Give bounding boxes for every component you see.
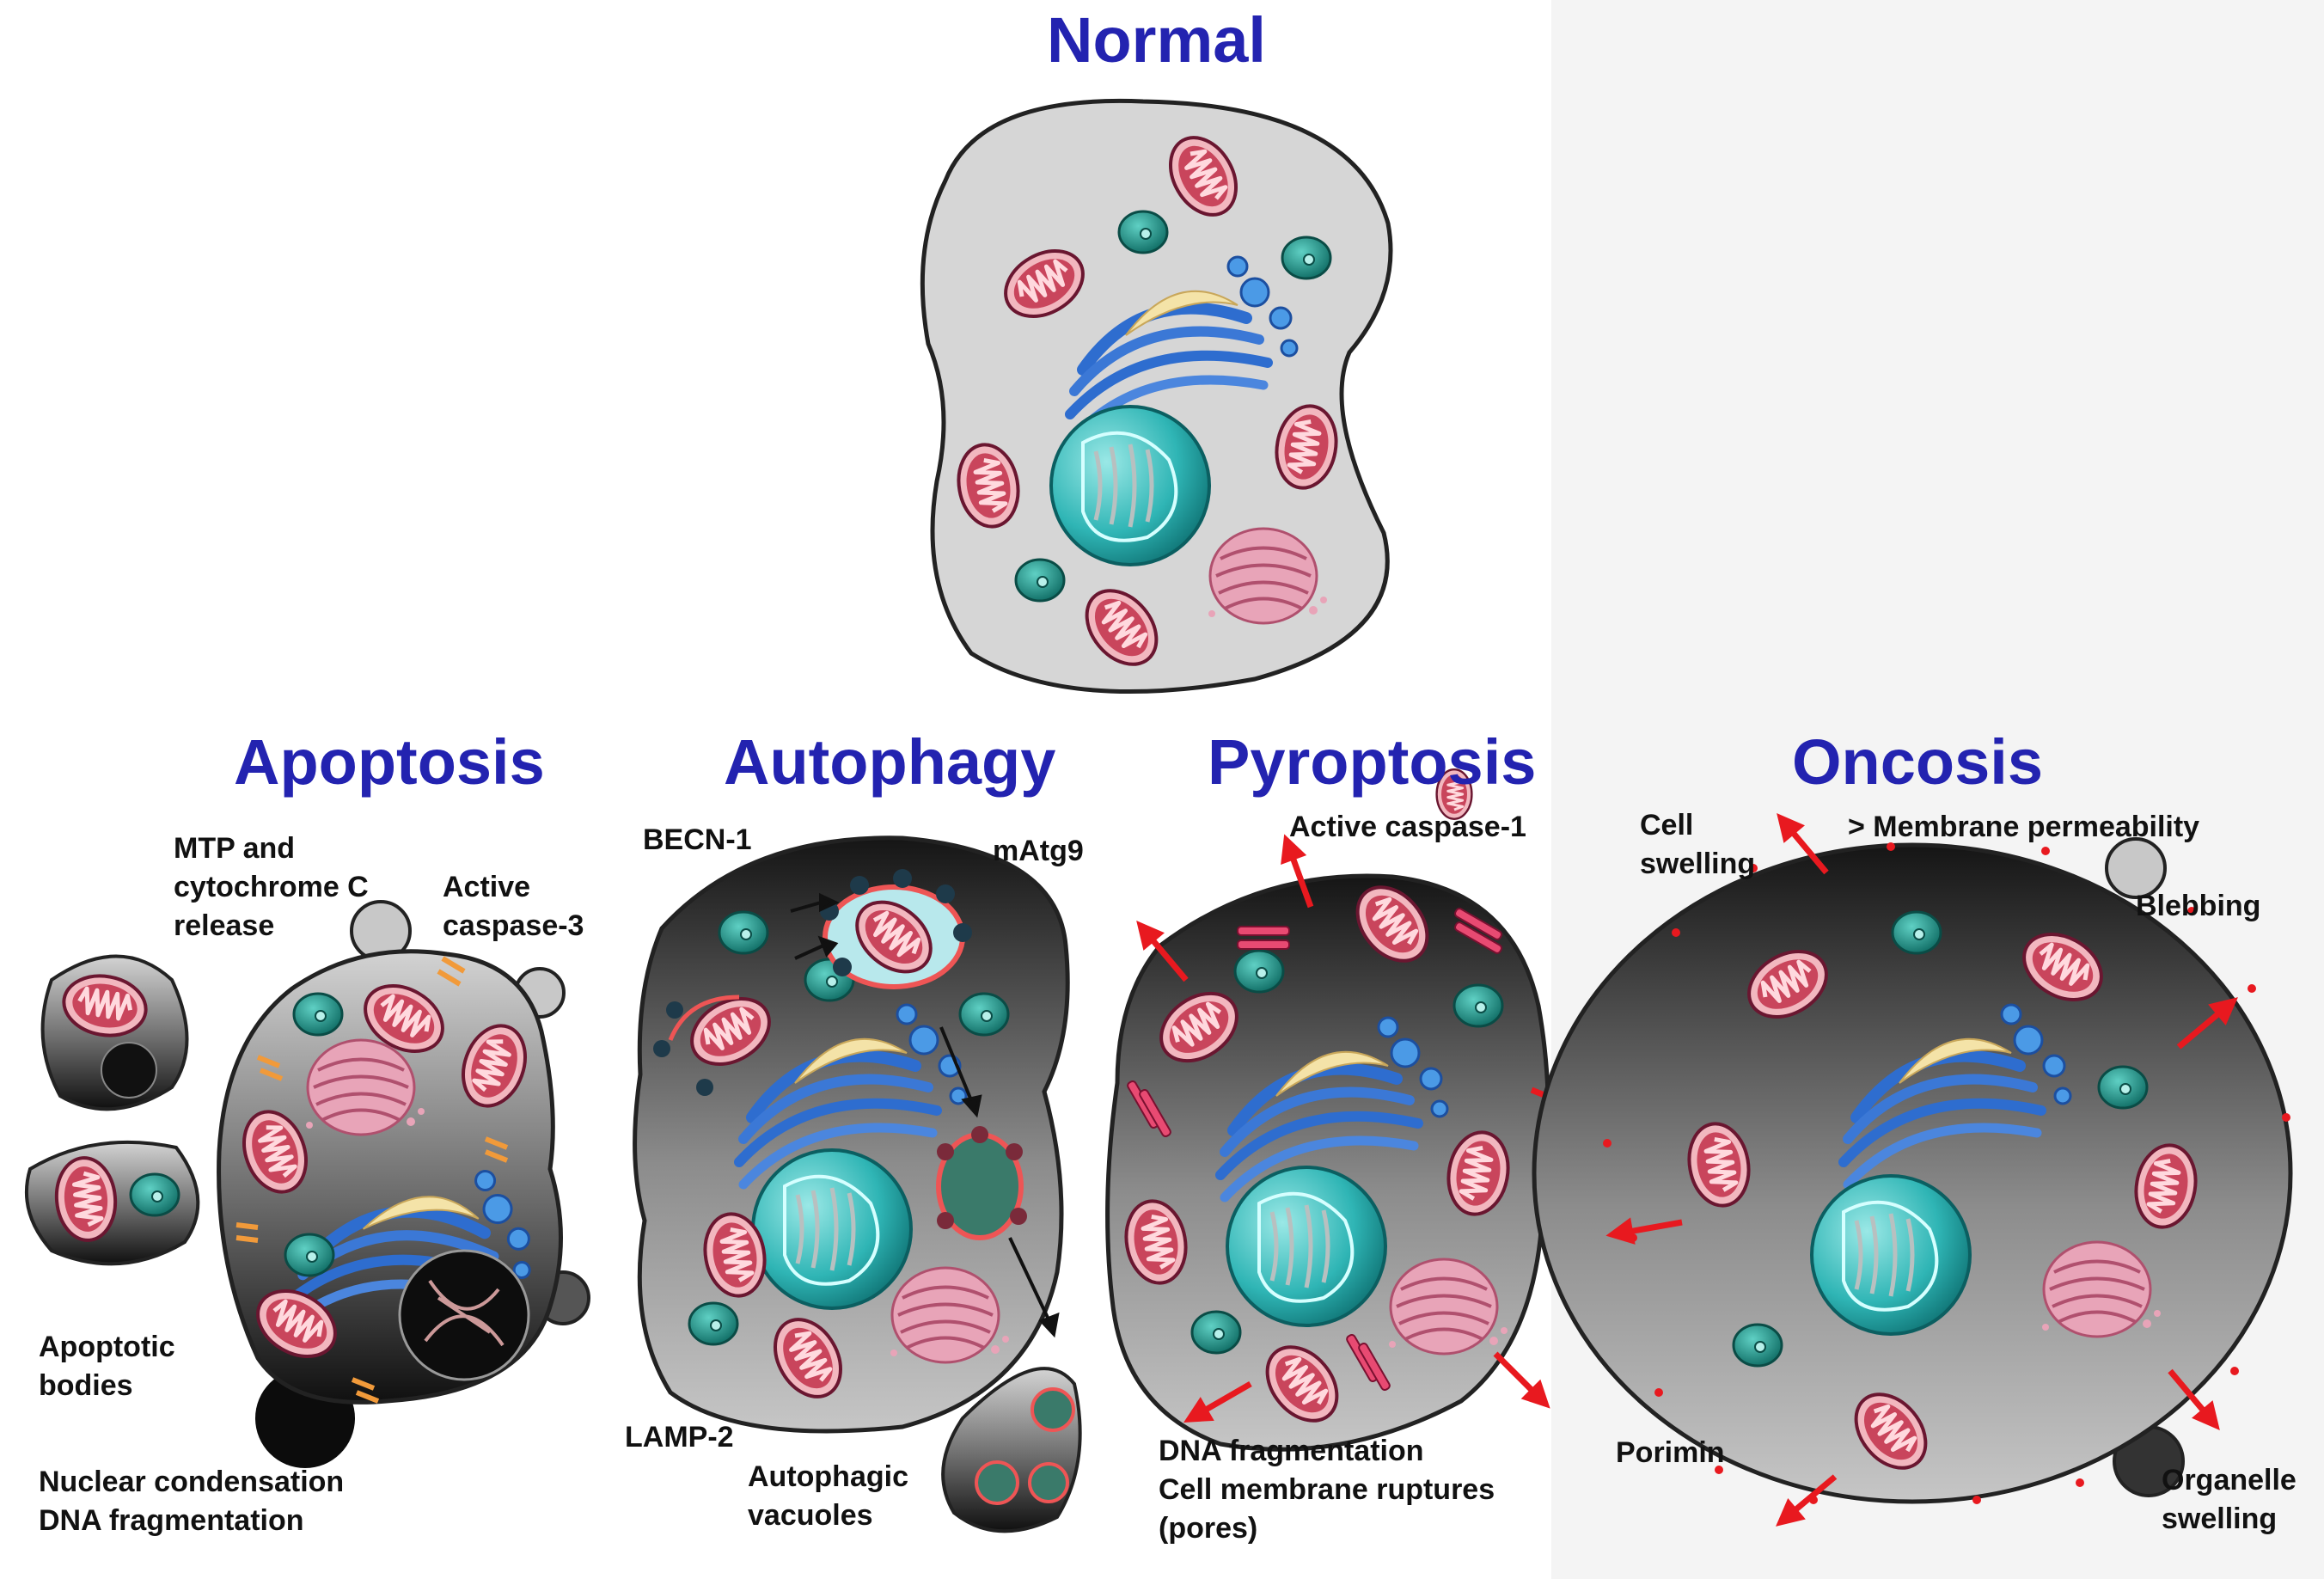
label-apoptotic-bodies: Apoptotic bodies bbox=[39, 1331, 175, 1402]
label-pyroptosis-features: DNA fragmentation Cell membrane ruptures… bbox=[1159, 1435, 1495, 1545]
label-membrane-permeability: > Membrane permeability bbox=[1848, 811, 2200, 843]
title-oncosis: Oncosis bbox=[1792, 726, 2043, 798]
title-pyroptosis: Pyroptosis bbox=[1208, 726, 1537, 798]
label-nuclear-condensation: Nuclear condensation DNA fragmentation bbox=[39, 1466, 345, 1537]
autophagy-cell bbox=[633, 768, 1473, 1533]
normal-cell bbox=[920, 98, 1393, 695]
title-autophagy: Autophagy bbox=[724, 726, 1056, 798]
label-mtp-release: MTP and cytochrome C release bbox=[174, 832, 369, 942]
pyroptosis-cell bbox=[1105, 829, 1609, 1452]
label-organelle-swelling: Organelle swelling bbox=[2162, 1464, 2296, 1535]
label-autophagic-vacuoles: Autophagic vacuoles bbox=[748, 1460, 908, 1532]
label-active-caspase-3: Active caspase-3 bbox=[443, 871, 584, 942]
label-porimin: Porimin bbox=[1616, 1436, 1725, 1469]
label-cell-swelling: Cell swelling bbox=[1640, 809, 1756, 880]
title-normal: Normal bbox=[1047, 4, 1266, 76]
title-apoptosis: Apoptosis bbox=[234, 726, 545, 798]
label-becn-1: BECN-1 bbox=[643, 823, 752, 856]
oncosis-cell bbox=[1532, 805, 2293, 1537]
label-blebbing: Blebbing bbox=[2136, 890, 2261, 922]
label-lamp-2: LAMP-2 bbox=[625, 1421, 734, 1454]
label-matg9: mAtg9 bbox=[993, 835, 1084, 867]
label-active-caspase-1: Active caspase-1 bbox=[1289, 811, 1526, 843]
apoptosis-cell bbox=[24, 900, 590, 1468]
